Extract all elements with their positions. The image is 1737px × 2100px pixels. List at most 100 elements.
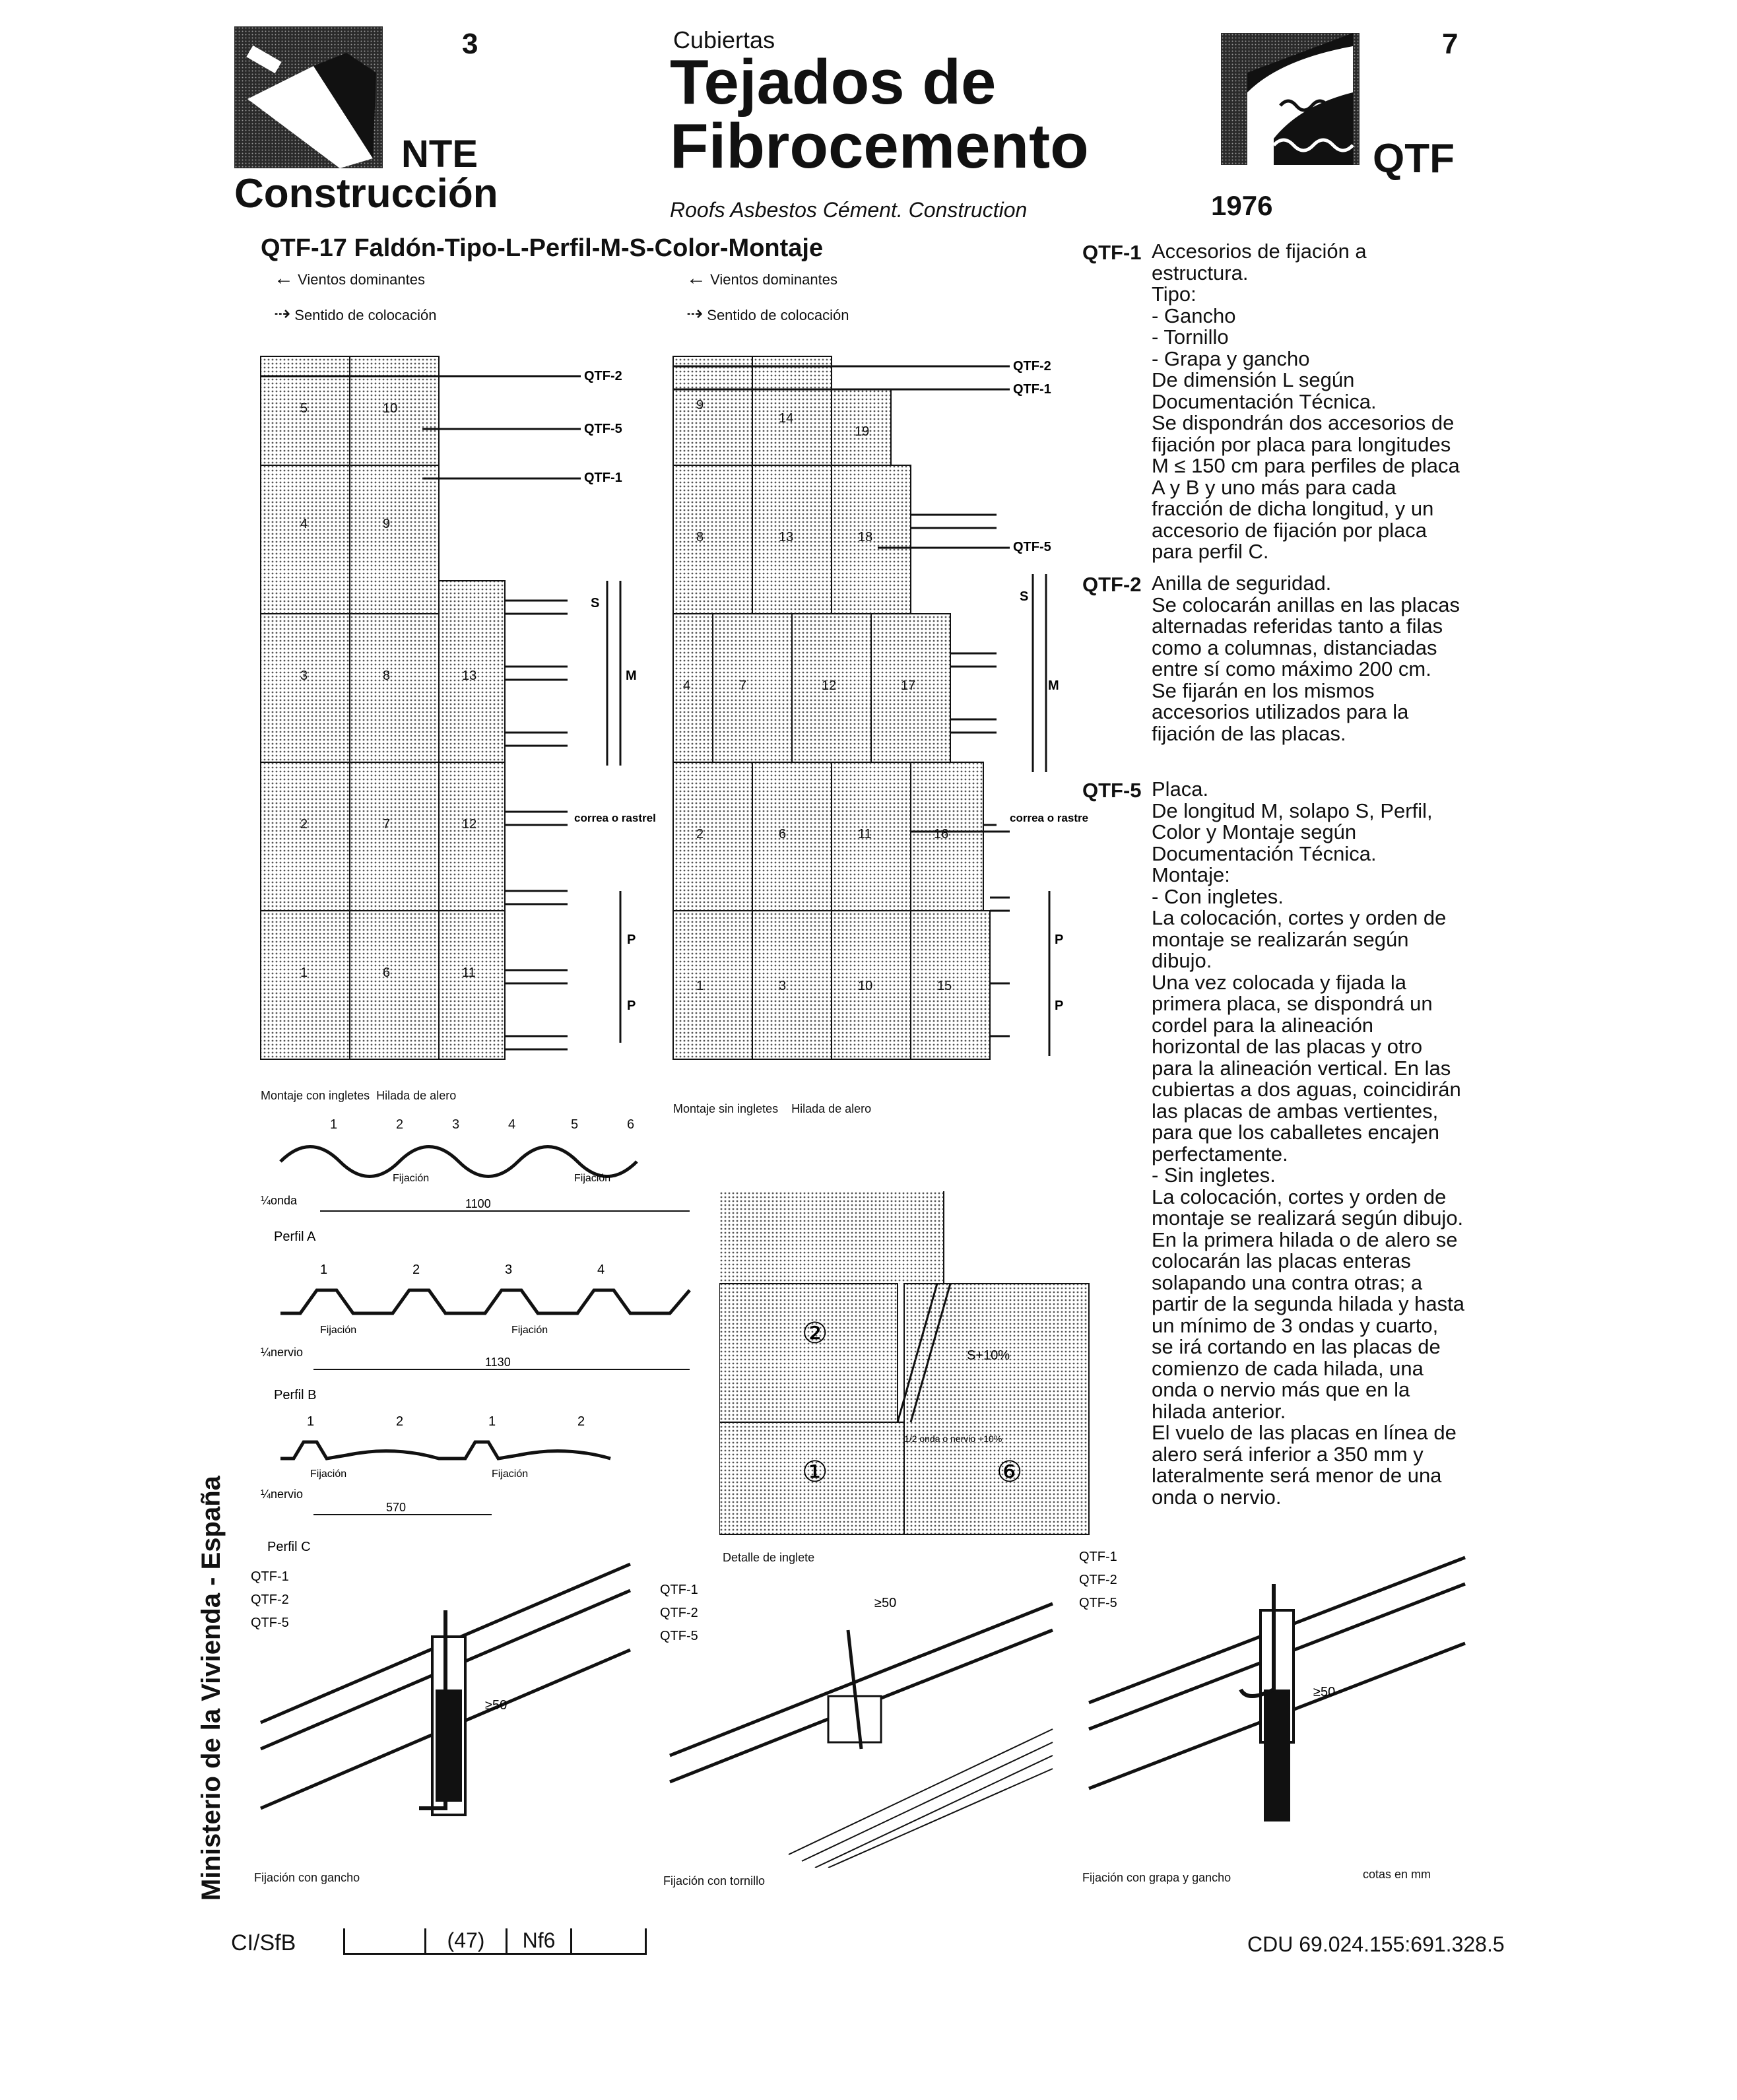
width-a: 1100 [465, 1197, 491, 1210]
profile-a-wave [279, 1145, 638, 1178]
plate-label: 18 [858, 530, 872, 544]
arrow-right-icon: ⇢ [686, 303, 704, 325]
caption-screw: Fijación con tornillo [663, 1874, 766, 1887]
piece-6: ⑥ [997, 1456, 1022, 1488]
profile-a-number: 5 [571, 1117, 578, 1132]
profiles-diagram: 1 2 3 4 5 6 Fijación Fijación ¼onda 1100… [261, 1117, 691, 1554]
profile-a-number: 4 [508, 1117, 515, 1132]
year: 1976 [1211, 190, 1273, 221]
plate-label: 13 [779, 530, 793, 544]
dim-p: P [627, 999, 636, 1013]
legend-direction-left: ⇢ Sentido de colocación [274, 303, 437, 325]
page-subtitle: Roofs Asbestos Cément. Construction [670, 198, 1028, 222]
qtf-code: QTF [1373, 136, 1455, 181]
plate-label: 1 [300, 966, 308, 980]
profile-a-label: Perfil A [274, 1230, 316, 1244]
callout-qtf-5: QTF-5 [251, 1616, 289, 1630]
plate-label: 11 [858, 827, 872, 841]
callout-qtf-2: QTF-2 [1013, 359, 1051, 374]
dim-p: P [1055, 999, 1063, 1013]
callout-qtf-1: QTF-1 [251, 1569, 289, 1584]
dim-p: P [627, 933, 636, 947]
callout-qtf-5: QTF-5 [1013, 540, 1051, 554]
arrow-left-icon: ← [274, 267, 294, 289]
quarter-rib-label: ¼nervio [261, 1346, 303, 1359]
wave-roof-icon [1221, 33, 1360, 165]
detail-screw: QTF-1 QTF-2 QTF-5 ≥50 [660, 1583, 1053, 1868]
plate-label: 9 [383, 517, 390, 531]
profile-b-label: Perfil B [274, 1388, 316, 1402]
callout-qtf-5: QTF-5 [660, 1629, 698, 1643]
dim-s-plus: S+10% [967, 1348, 1010, 1363]
correa-label: correa o rastrel [1010, 812, 1089, 824]
plate-label: 8 [696, 530, 704, 544]
plate-label: 7 [383, 817, 390, 832]
profile-a-number: 2 [396, 1117, 403, 1132]
detail-hook: QTF-1 QTF-2 QTF-5 ≥50 [251, 1562, 631, 1816]
profile-c-number: 1 [488, 1414, 496, 1429]
nte-label: NTE [401, 133, 478, 176]
legend-wind-left: ← Vientos dominantes [274, 267, 425, 289]
spec-code: QTF-1 [1082, 241, 1142, 264]
arrow-right-icon: ⇢ [274, 303, 291, 325]
ministry-label: Ministerio de la Vivienda - España [197, 1476, 226, 1901]
plate-label: 4 [683, 678, 690, 693]
fijacion-label: Fijación [574, 1173, 610, 1184]
dim-s: S [591, 596, 599, 610]
plate-label: 19 [855, 424, 869, 439]
nte-logo [234, 26, 383, 168]
cisfb-boxes: (47) Nf6 [343, 1928, 647, 1955]
dim-overlap: ≥50 [874, 1596, 896, 1610]
cisfb-label: CI/SfB [231, 1930, 296, 1955]
plate-label: 10 [858, 979, 872, 993]
profile-a-number: 3 [452, 1117, 459, 1132]
page-title-1: Tejados de [670, 47, 997, 117]
spec-text: Accesorios de fijación a estructura. Tip… [1152, 240, 1460, 563]
fijacion-label: Fijación [393, 1173, 429, 1184]
piece-1: ① [802, 1456, 828, 1488]
dim-half-wave: 1/2 onda o nervio +10% [904, 1433, 1002, 1444]
spec-code: QTF-2 [1082, 573, 1142, 596]
profile-c-label: Perfil C [267, 1540, 311, 1554]
cisfb-box [572, 1928, 647, 1955]
spec-text: Placa. De longitud M, solapo S, Perfil, … [1152, 777, 1464, 1509]
plate-label: 14 [779, 411, 793, 426]
plate-label: 5 [300, 401, 308, 416]
callout-qtf-2: QTF-2 [1079, 1573, 1117, 1587]
profile-b-trapezoid [280, 1288, 691, 1315]
plate-label: 13 [462, 669, 476, 683]
profile-c-number: 2 [577, 1414, 585, 1429]
plate-label: 2 [696, 827, 704, 841]
plate-label: 2 [300, 817, 308, 832]
quarter-rib-label: ¼nervio [261, 1488, 303, 1501]
width-c: 570 [386, 1501, 406, 1514]
plate-label: 3 [779, 979, 786, 993]
spec-qtf-1: QTF-1 Accesorios de fijación a estructur… [1082, 240, 1465, 563]
series-label: Construcción [234, 171, 498, 216]
trowel-icon [234, 26, 383, 168]
callout-qtf-5: QTF-5 [1079, 1596, 1117, 1610]
fijacion-label: Fijación [320, 1325, 356, 1336]
plate-label: 15 [937, 979, 952, 993]
legend-wind-right: ← Vientos dominantes [686, 267, 837, 289]
callout-qtf-1: QTF-1 [660, 1583, 698, 1597]
cisfb-box: (47) [426, 1928, 508, 1955]
fijacion-label: Fijación [492, 1468, 528, 1480]
cdu-code: CDU 69.024.155:691.328.5 [1247, 1932, 1505, 1956]
dim-m: M [626, 669, 637, 683]
profile-a-number: 6 [627, 1117, 634, 1132]
plate-label: 12 [822, 678, 836, 693]
plate-label: 1 [696, 979, 704, 993]
callout-qtf-1: QTF-1 [1079, 1550, 1117, 1564]
quarter-wave-label: ¼onda [261, 1194, 298, 1207]
spec-code: QTF-5 [1082, 779, 1142, 802]
spec-qtf-2: QTF-2 Anilla de seguridad. Se colocarán … [1082, 572, 1465, 744]
caption-clip-hook: Fijación con grapa y gancho [1082, 1871, 1231, 1884]
roof-diagram-without-mitres: 9 14 19 8 13 18 4 7 12 17 2 6 11 16 1 3 … [672, 356, 1089, 1060]
mitre-detail-diagram: ② ① ⑥ S+10% 1/2 onda o nervio +10% [719, 1191, 1090, 1535]
fijacion-label: Fijación [511, 1325, 548, 1336]
plate-label: 4 [300, 517, 308, 531]
profile-c-ribbed [280, 1440, 611, 1460]
plate-label: 6 [383, 966, 390, 980]
legend-direction-right: ⇢ Sentido de colocación [686, 303, 849, 325]
